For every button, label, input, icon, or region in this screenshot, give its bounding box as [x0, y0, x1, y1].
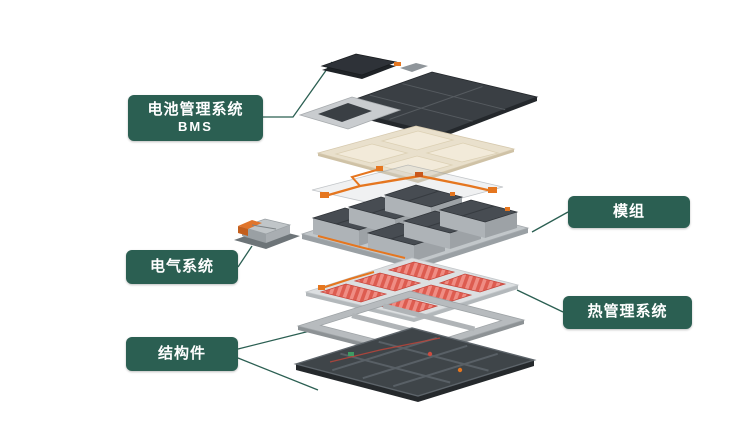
label-structural-text: 结构件 [157, 344, 206, 362]
label-module-text: 模组 [612, 202, 645, 220]
connector-structural-tray [237, 357, 319, 391]
label-bms: 电池管理系统 BMS [128, 95, 263, 141]
cooling-plates [304, 257, 520, 322]
battery-modules [300, 184, 530, 269]
label-electrical-system: 电气系统 [126, 250, 238, 284]
label-bms-text-cn: 电池管理系统 [147, 100, 244, 118]
connector-bms [263, 61, 333, 118]
label-module: 模组 [568, 196, 690, 228]
foam-layer [316, 125, 516, 183]
connector-structural-frame [237, 330, 311, 350]
label-thermal-text: 热管理系统 [587, 303, 668, 321]
connector-thermal [516, 289, 564, 313]
bms-unit [320, 53, 428, 79]
connector-electrical [237, 245, 253, 268]
label-electrical-text: 电气系统 [149, 257, 214, 275]
connector-lines [237, 61, 569, 391]
connector-module [531, 211, 569, 233]
label-thermal-system: 热管理系统 [563, 296, 692, 329]
bottom-tray [293, 327, 537, 402]
electrical-unit [234, 218, 300, 249]
label-bms-text-en: BMS [178, 119, 213, 135]
label-structural-parts: 结构件 [126, 337, 238, 371]
service-lid [298, 96, 402, 130]
